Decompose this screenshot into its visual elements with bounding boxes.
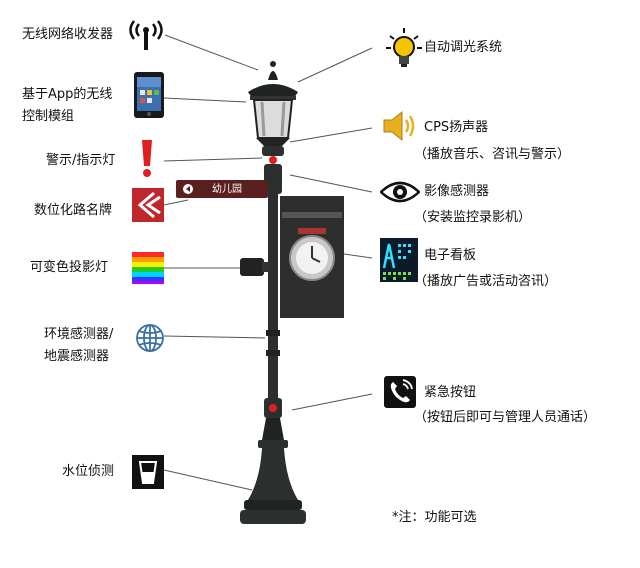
digital-sign-label: 数位化路名牌	[34, 203, 113, 218]
water-level-label: 水位侦测	[62, 464, 115, 479]
app-control-label-line1: 基于App的无线	[22, 87, 113, 102]
wireless-transceiver-label: 无线网络收发器	[22, 27, 114, 42]
exclamation-icon	[142, 140, 152, 177]
street-sign-text: 幼儿园	[212, 184, 242, 195]
lightbulb-icon	[386, 28, 422, 67]
phone-icon	[384, 376, 416, 408]
app-control-label-line2: 控制模组	[22, 109, 75, 124]
globe-icon	[136, 324, 164, 352]
warning-light-label: 警示/指示灯	[46, 153, 116, 168]
led-display-icon	[380, 238, 418, 282]
digital-sign-icon	[132, 188, 164, 222]
tablet-icon	[134, 72, 164, 118]
eye-icon	[380, 181, 420, 203]
e-board-label: 电子看板	[424, 248, 477, 263]
color-projector-label: 可变色投影灯	[30, 260, 109, 275]
env-sensor-label-line1: 环境感测器/	[44, 327, 114, 342]
image-sensor-detail: （安装监控录影机）	[414, 210, 532, 225]
emergency-button-label: 紧急按钮	[424, 385, 477, 400]
emergency-button-detail: （按钮后即可与管理人员通话）	[414, 410, 597, 425]
e-board-detail: （播放广告或活动咨讯）	[414, 274, 558, 289]
footnote: *注：功能可选	[392, 510, 477, 525]
color-spectrum-icon	[132, 252, 164, 284]
auto-dimming-label: 自动调光系统	[424, 40, 503, 55]
image-sensor-label: 影像感测器	[424, 184, 490, 199]
env-sensor-label-line2: 地震感测器	[44, 349, 110, 364]
water-cup-icon	[132, 455, 164, 489]
cps-speaker-detail: （播放音乐、咨讯与警示）	[414, 147, 571, 162]
speaker-icon	[383, 110, 415, 142]
cps-speaker-label: CPS扬声器	[424, 120, 489, 135]
wireless-antenna-icon	[129, 20, 163, 50]
